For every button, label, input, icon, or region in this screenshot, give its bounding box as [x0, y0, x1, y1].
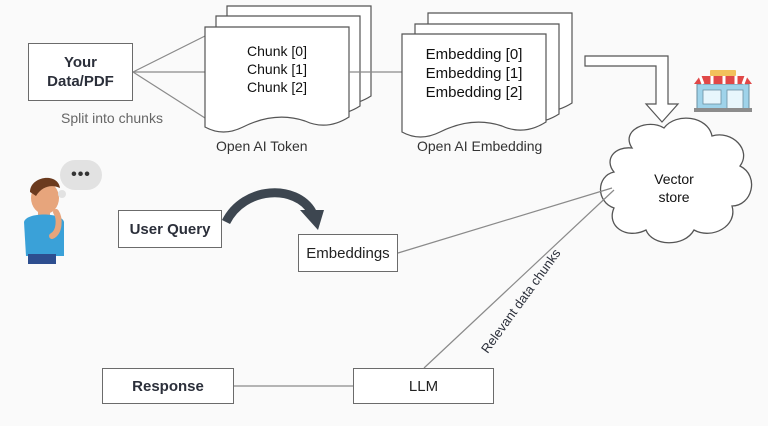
response-box: Response — [102, 368, 234, 404]
embeddings-label: Embeddings — [306, 244, 390, 262]
source-data-label: Your Data/PDF — [47, 54, 114, 90]
embedding-item: Embedding [2] — [425, 84, 523, 101]
llm-label: LLM — [408, 377, 439, 395]
query-to-embeddings-arrow — [221, 188, 316, 225]
embedding-list: Embedding [0] Embedding [1] Embedding [2… — [402, 45, 546, 102]
embedding-to-store-arrow — [584, 55, 680, 123]
person-thinking-icon — [24, 177, 64, 264]
openai-embedding-caption: Open AI Embedding — [417, 138, 543, 154]
fan-line-top — [132, 35, 206, 73]
fan-line-bottom — [132, 71, 206, 119]
split-caption: Split into chunks — [61, 110, 163, 126]
embedding-stack — [401, 12, 573, 138]
chunk-item: Chunk [1] — [247, 61, 307, 77]
user-query-box: User Query — [118, 210, 222, 248]
store-icon — [694, 70, 752, 112]
embedding-item: Embedding [1] — [425, 65, 523, 82]
openai-token-caption: Open AI Token — [216, 138, 308, 154]
embedding-item: Embedding [0] — [425, 46, 523, 63]
chunk-item: Chunk [2] — [247, 79, 307, 95]
vector-store-cloud — [599, 117, 753, 244]
chunk-item: Chunk [0] — [247, 43, 307, 59]
llm-box: LLM — [353, 368, 494, 404]
thought-bubble-icon: ••• — [60, 160, 102, 190]
response-label: Response — [132, 377, 204, 395]
user-query-label: User Query — [129, 220, 211, 238]
embeddings-box: Embeddings — [298, 234, 398, 272]
embeddings-to-store-line — [397, 187, 613, 254]
chunk-list: Chunk [0] Chunk [1] Chunk [2] — [205, 42, 349, 96]
vector-store-label: Vector store — [654, 171, 694, 205]
thought-bubble-dots: ••• — [71, 166, 91, 183]
thought-bubble-tail — [58, 190, 66, 198]
source-data-box: Your Data/PDF — [28, 43, 133, 101]
store-to-llm-line — [423, 189, 615, 369]
chunk-stack — [204, 5, 372, 133]
